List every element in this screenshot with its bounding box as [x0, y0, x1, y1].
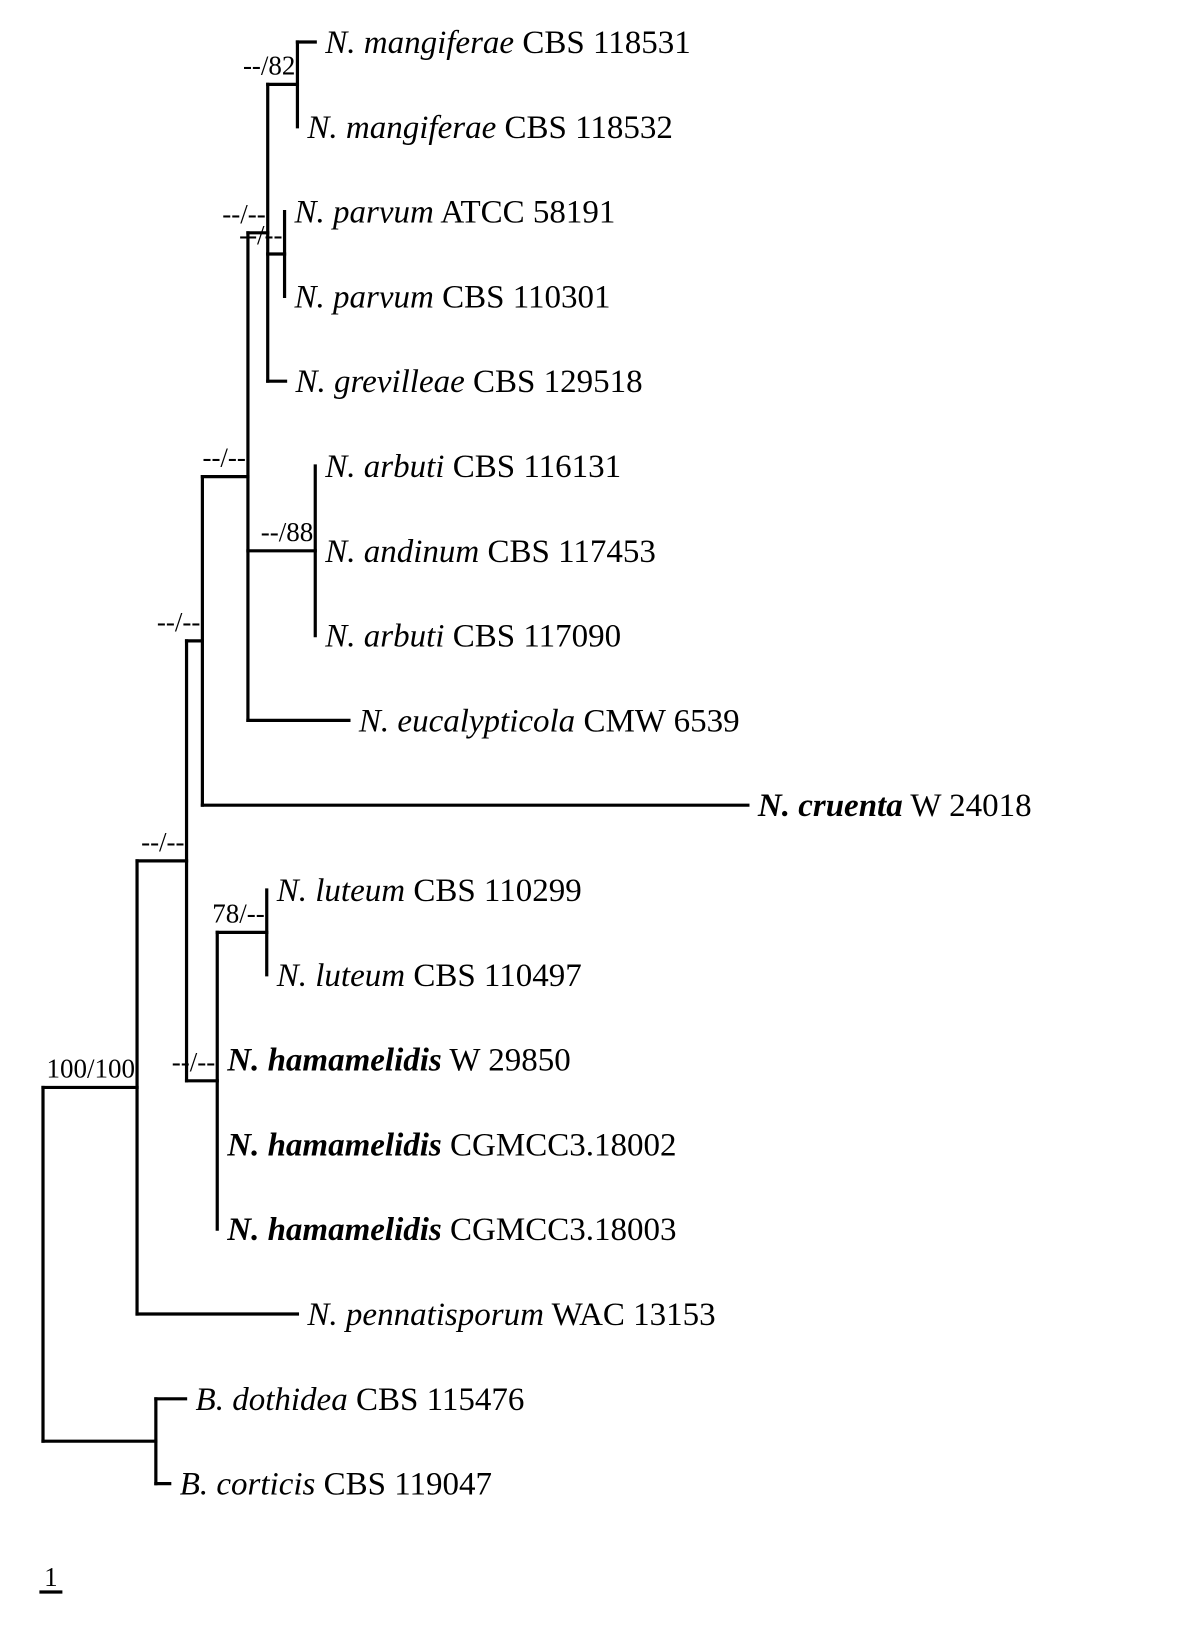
support-value-n204: --/-- [157, 607, 200, 637]
taxon-label-t8: N. arbuti CBS 117090 [324, 619, 621, 655]
species-name: N. hamamelidis [226, 1212, 442, 1248]
support-value-n287: --/-- [239, 220, 282, 250]
scale-bar-label: 1 [44, 1562, 58, 1592]
species-name: N. parvum [294, 195, 434, 231]
taxon-label-t4: N. parvum CBS 110301 [294, 279, 611, 315]
support-value-n300: --/82 [243, 50, 295, 80]
strain-id: CGMCC3.18003 [442, 1212, 677, 1248]
species-name: B. corticis [180, 1467, 316, 1503]
species-name: N. luteum [276, 873, 405, 909]
species-name: N. parvum [294, 279, 434, 315]
taxon-label-t16: N. pennatisporum WAC 13153 [306, 1297, 715, 1333]
taxon-label-t9: N. eucalypticola CMW 6539 [358, 703, 740, 739]
taxon-label-t14: N. hamamelidis CGMCC3.18002 [226, 1127, 676, 1163]
taxon-label-t15: N. hamamelidis CGMCC3.18003 [226, 1212, 676, 1248]
strain-id: CBS 118532 [496, 110, 673, 146]
support-value-n219: --/-- [172, 1047, 215, 1077]
species-name: N. grevilleae [295, 364, 465, 400]
species-name: N. arbuti [324, 449, 444, 485]
strain-id: W 29850 [442, 1043, 571, 1079]
taxon-label-t5: N. grevilleae CBS 129518 [295, 364, 643, 400]
species-name: N. hamamelidis [226, 1043, 442, 1079]
species-name: N. mangiferae [306, 110, 496, 146]
strain-id: CBS 117090 [444, 619, 621, 655]
scale-bar: 1 [39, 1562, 63, 1594]
strain-id: ATCC 58191 [434, 195, 616, 231]
taxon-label-t10: N. cruenta W 24018 [757, 788, 1032, 824]
taxon-label-t18: B. corticis CBS 119047 [180, 1467, 492, 1503]
strain-id: CBS 110497 [405, 958, 582, 994]
strain-id: CMW 6539 [575, 703, 739, 739]
taxon-label-t13: N. hamamelidis W 29850 [226, 1043, 571, 1079]
species-name: N. luteum [276, 958, 405, 994]
species-name: B. dothidea [196, 1382, 348, 1418]
strain-id: CBS 116131 [444, 449, 621, 485]
species-name: N. cruenta [757, 788, 903, 824]
support-values: --/82--/----/----/88--/----/--78/----/--… [47, 50, 314, 1083]
species-name: N. andinum [324, 534, 479, 570]
strain-id: CBS 110301 [434, 279, 611, 315]
support-value-n270: --/-- [222, 199, 265, 229]
support-value-n250: --/-- [202, 443, 245, 473]
strain-id: CBS 110299 [405, 873, 582, 909]
support-value-ingroup: 100/100 [47, 1053, 136, 1083]
taxon-label-t12: N. luteum CBS 110497 [276, 958, 582, 994]
taxon-label-t17: B. dothidea CBS 115476 [196, 1382, 525, 1418]
strain-id: CBS 118531 [514, 25, 691, 61]
species-name: N. hamamelidis [226, 1127, 442, 1163]
support-value-n188: --/-- [141, 827, 184, 857]
strain-id: WAC 13153 [544, 1297, 716, 1333]
taxon-label-t2: N. mangiferae CBS 118532 [306, 110, 672, 146]
taxon-label-t1: N. mangiferae CBS 118531 [324, 25, 690, 61]
species-name: N. arbuti [324, 619, 444, 655]
species-name: N. pennatisporum [306, 1297, 544, 1333]
branches [41, 40, 750, 1486]
species-name: N. mangiferae [324, 25, 514, 61]
strain-id: CBS 115476 [348, 1382, 525, 1418]
species-name: N. eucalypticola [358, 703, 575, 739]
taxon-label-t6: N. arbuti CBS 116131 [324, 449, 621, 485]
strain-id: CBS 117453 [479, 534, 656, 570]
strain-id: CBS 119047 [315, 1467, 492, 1503]
strain-id: W 24018 [903, 788, 1032, 824]
taxon-label-t11: N. luteum CBS 110299 [276, 873, 582, 909]
taxon-label-t3: N. parvum ATCC 58191 [294, 195, 616, 231]
support-value-n269: 78/-- [212, 898, 264, 928]
support-value-n318: --/88 [261, 517, 313, 547]
taxon-label-t7: N. andinum CBS 117453 [324, 534, 656, 570]
strain-id: CGMCC3.18002 [442, 1127, 677, 1163]
strain-id: CBS 129518 [465, 364, 643, 400]
